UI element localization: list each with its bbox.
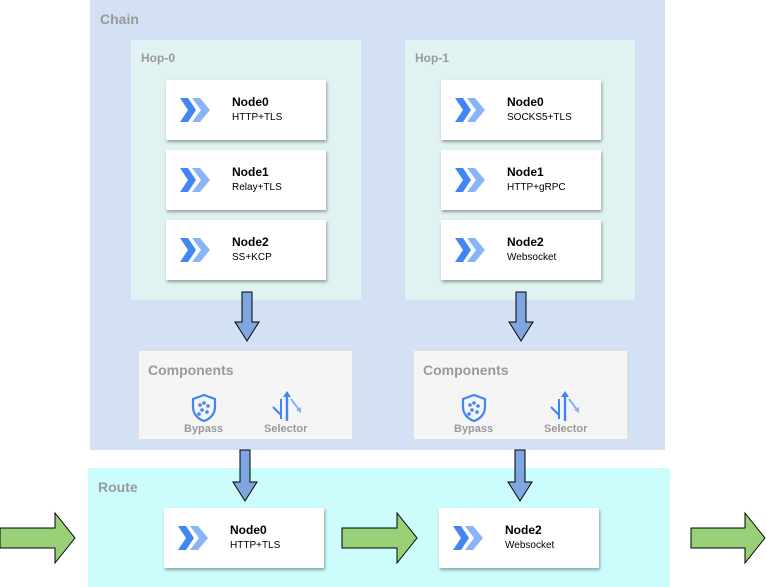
node-protocol: HTTP+gRPC (507, 182, 566, 193)
node-name: Node2 (232, 235, 269, 249)
chain-title: Chain (100, 11, 139, 27)
shield-icon (191, 393, 217, 423)
right-arrow-icon (690, 511, 766, 565)
down-arrow-icon (234, 291, 260, 342)
components-title: Components (423, 362, 509, 378)
node-name: Node0 (230, 523, 267, 537)
hop-0-node-2[interactable]: Node2 SS+KCP (166, 220, 326, 280)
selector-label: Selector (544, 423, 588, 435)
node-name: Node1 (507, 165, 544, 179)
hop-1-node-0[interactable]: Node0 SOCKS5+TLS (441, 80, 601, 140)
split-arrows-icon (550, 391, 579, 421)
chevron-logo-icon (180, 168, 210, 192)
components-title: Components (148, 362, 234, 378)
node-protocol: Relay+TLS (232, 182, 282, 193)
down-arrow-icon (507, 449, 533, 502)
node-name: Node0 (232, 95, 269, 109)
hop-1-node-2[interactable]: Node2 Websocket (441, 220, 601, 280)
chevron-logo-icon (180, 238, 210, 262)
node-protocol: SOCKS5+TLS (507, 112, 572, 123)
node-name: Node2 (507, 235, 544, 249)
down-arrow-icon (232, 449, 258, 502)
hop-0-node-1[interactable]: Node1 Relay+TLS (166, 150, 326, 210)
route-node-1[interactable]: Node2 Websocket (439, 508, 599, 568)
node-protocol: HTTP+TLS (230, 540, 281, 551)
split-arrows-icon (272, 391, 301, 421)
right-arrow-icon (0, 511, 76, 565)
route-node-0[interactable]: Node0 HTTP+TLS (164, 508, 324, 568)
hop-1-title: Hop-1 (415, 51, 449, 65)
hop-0-title: Hop-0 (141, 51, 175, 65)
components-panel-hop-0: Components Bypass Selector (138, 350, 353, 440)
components-panel-hop-1: Components Bypass Selector (413, 350, 628, 440)
chevron-logo-icon (453, 526, 483, 550)
chevron-logo-icon (178, 526, 208, 550)
node-protocol: Websocket (507, 252, 557, 263)
hop-0-node-0[interactable]: Node0 HTTP+TLS (166, 80, 326, 140)
node-protocol: HTTP+TLS (232, 112, 283, 123)
chevron-logo-icon (455, 238, 485, 262)
chevron-logo-icon (455, 98, 485, 122)
shield-icon (461, 393, 487, 423)
bypass-label: Bypass (454, 423, 494, 435)
down-arrow-icon (508, 291, 534, 342)
bypass-label: Bypass (184, 423, 224, 435)
hop-1-node-1[interactable]: Node1 HTTP+gRPC (441, 150, 601, 210)
selector-label: Selector (264, 423, 308, 435)
node-name: Node0 (507, 95, 544, 109)
chevron-logo-icon (180, 98, 210, 122)
node-name: Node2 (505, 523, 542, 537)
right-arrow-icon (341, 511, 418, 565)
chevron-logo-icon (455, 168, 485, 192)
node-protocol: Websocket (505, 540, 555, 551)
route-title: Route (98, 479, 138, 495)
node-name: Node1 (232, 165, 269, 179)
node-protocol: SS+KCP (232, 252, 272, 263)
